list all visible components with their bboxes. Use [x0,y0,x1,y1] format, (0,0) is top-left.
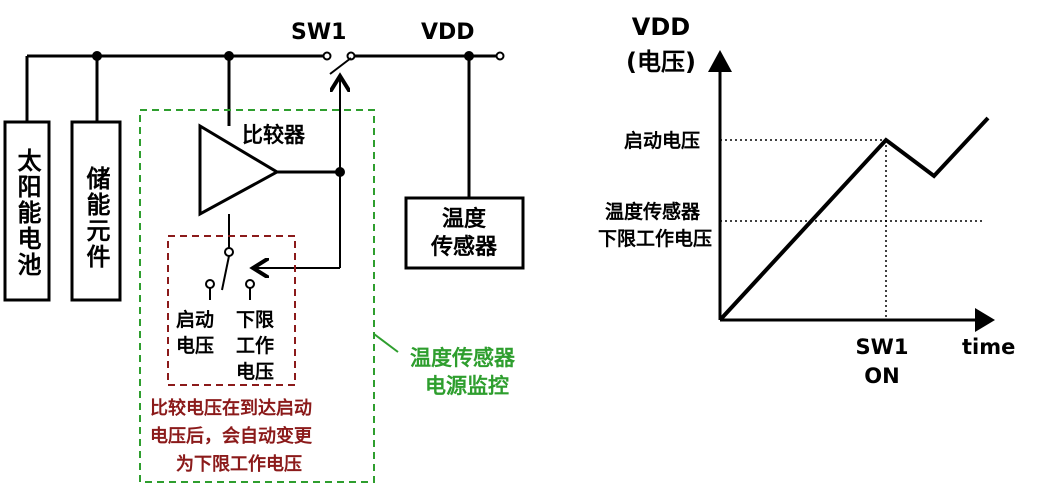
reference-switch-arm [221,255,230,291]
graph [708,50,995,332]
monitor-pointer-line [373,333,399,353]
comparator-triangle [198,123,281,217]
solar-cell-vertical: 太阳能电池 [13,148,41,278]
start-voltage-label-2: 电压 [176,334,214,357]
y-title-1: VDD [632,13,690,41]
storage-vertical: 储能元件 [82,166,110,270]
y-title-2: (电压) [626,48,696,76]
sensor-label-2: 传感器 [430,234,498,260]
lower-voltage-axis-label-1: 温度传感器 [605,200,701,223]
vdd-label: VDD [421,20,475,45]
vdd-curve [718,116,990,322]
note-line-2: 电压后，会自动变更 [150,425,313,447]
comparator-label: 比较器 [242,123,306,147]
switch-sw1 [322,51,356,75]
start-voltage-axis-label: 启动电压 [624,129,700,152]
power-monitor-box [139,109,375,483]
sensor-label-1: 温度 [442,206,487,232]
monitor-label-1: 温度传感器 [410,346,516,370]
lower-voltage-axis-label-2: 下限工作电压 [598,227,712,250]
lower-voltage-label-2: 工作 [236,334,274,357]
temperature-sensor-box [404,196,525,270]
sw1-event-label-2: ON [864,364,899,388]
reference-select-box [167,235,296,386]
time-axis-label: time [962,335,1015,359]
monitor-label-2: 电源监控 [425,374,509,398]
lower-voltage-label-1: 下限 [236,309,274,331]
note-line-3: 为下限工作电压 [176,453,302,475]
note-line-1: 比较电压在到达启动 [150,397,312,419]
solar-cell-box [3,120,51,302]
lower-voltage-label-3: 电压 [236,360,274,383]
sw1-label: SW1 [291,20,346,45]
start-voltage-label-1: 启动 [176,308,214,331]
sw1-event-label-1: SW1 [856,335,909,359]
storage-element-box [70,120,122,302]
